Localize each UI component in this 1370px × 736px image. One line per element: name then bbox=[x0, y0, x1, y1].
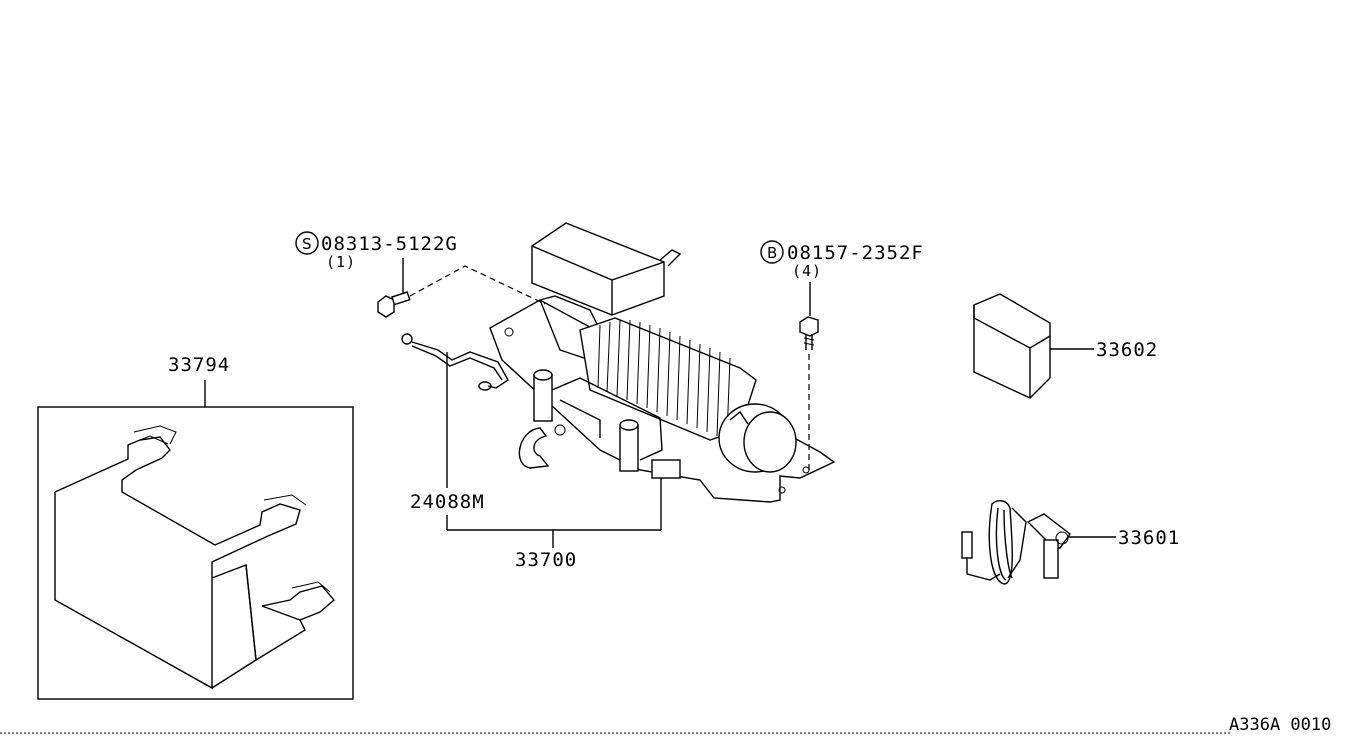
bag-callout[interactable]: 33602 bbox=[1050, 339, 1158, 361]
part-code-08157: 08157-2352F bbox=[787, 242, 924, 264]
winch-assembly-drawing bbox=[401, 222, 836, 503]
part-number-33602: 33602 bbox=[1096, 339, 1158, 361]
bolt-b-callout[interactable]: B 08157-2352F (4) bbox=[760, 240, 924, 316]
bag-drawing bbox=[973, 293, 1051, 399]
part-number-24088m: 24088M bbox=[410, 491, 485, 513]
winch-cover-drawing bbox=[54, 425, 335, 690]
cover-callout[interactable]: 33794 bbox=[168, 354, 230, 407]
symbol-b-letter: B bbox=[767, 244, 777, 262]
part-number-33700: 33700 bbox=[515, 549, 577, 571]
part-number-33794: 33794 bbox=[168, 354, 230, 376]
symbol-s-letter: S bbox=[302, 235, 312, 253]
part-number-33601: 33601 bbox=[1118, 527, 1180, 549]
bolt-b-icon bbox=[799, 316, 819, 350]
remote-drawing bbox=[961, 500, 1071, 585]
cover-frame bbox=[37, 406, 354, 700]
qty-bolt-b: (4) bbox=[792, 262, 822, 280]
bolt-s-callout[interactable]: S 08313-5122G (1) bbox=[295, 231, 458, 298]
qty-bolt-s: (1) bbox=[326, 253, 356, 271]
part-code-08313: 08313-5122G bbox=[321, 233, 458, 255]
symbol-b-circle bbox=[760, 240, 784, 264]
winch-callout[interactable]: 33700 bbox=[446, 478, 662, 571]
cable-callout[interactable]: 24088M bbox=[410, 352, 485, 513]
bolt-s-icon bbox=[377, 291, 411, 318]
symbol-s-circle bbox=[295, 231, 319, 255]
remote-callout[interactable]: 33601 bbox=[1068, 527, 1180, 549]
diagram-code: A336A 0010 bbox=[1229, 715, 1331, 735]
